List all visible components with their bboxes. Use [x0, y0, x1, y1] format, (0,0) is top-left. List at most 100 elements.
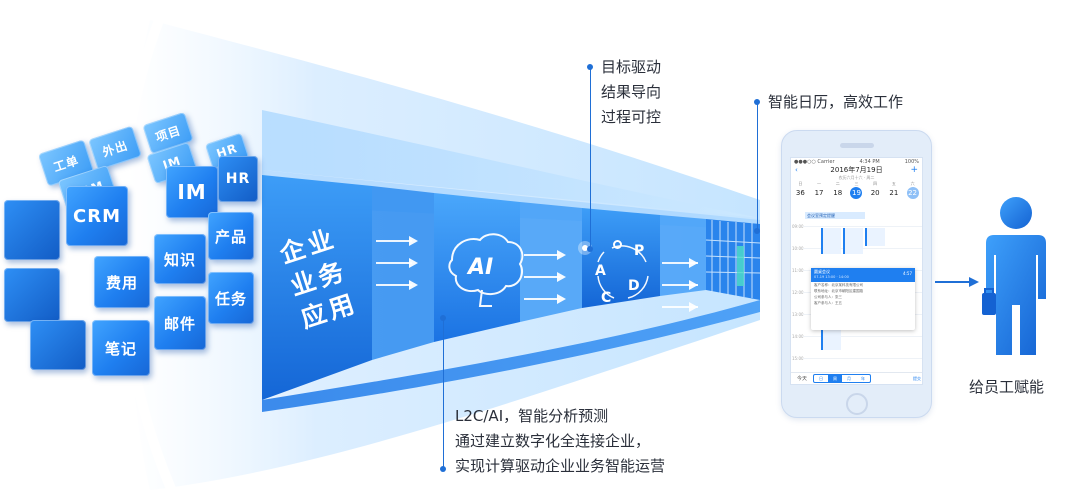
cube-tile	[30, 320, 86, 370]
popup-line: 联系地址：北京市朝阳区建国路	[814, 289, 863, 293]
hour-label: 15:00	[792, 356, 804, 361]
callout-l2c-line: 通过建立数字化全连接企业，	[455, 432, 651, 450]
calendar-event[interactable]	[843, 228, 863, 254]
pdca-letter-c: C	[601, 290, 612, 306]
callout-l2c: L2C/AI，智能分析预测 通过建立数字化全连接企业， 实现计算驱动企业业务智能…	[455, 404, 665, 479]
tab-day[interactable]: 日	[819, 376, 823, 381]
popup-line: 客户参与人：王五	[814, 301, 842, 305]
day-cell[interactable]: 20	[870, 189, 880, 197]
phone-speaker	[840, 143, 874, 148]
arrow-right-icon	[662, 280, 700, 290]
day-cell[interactable]: 18	[833, 189, 843, 197]
event-popup[interactable]: 圆桌会议 07-19 13:00 · 14:00 4:57 客户名称：北京某科技…	[811, 268, 915, 330]
callout-goal-line: 目标驱动	[601, 58, 662, 76]
callout-goal-line: 过程可控	[601, 108, 662, 126]
cube-tile: HR	[218, 156, 258, 202]
weekday-label: 一	[817, 181, 822, 186]
day-grid: 会议室预定提醒 09:00 10:00 11:00 12:00 13:00 14…	[791, 210, 922, 374]
weekday-label: 日	[798, 181, 803, 186]
day-cell-today[interactable]: 22	[906, 187, 919, 199]
cube-tile: 邮件	[154, 296, 206, 350]
arrow-right-icon	[524, 250, 568, 260]
popup-time: 07-19 13:00 · 14:00	[814, 275, 849, 279]
cube-tile: IM	[166, 166, 218, 218]
callout-l2c-dot	[440, 315, 446, 321]
hour-label: 14:00	[792, 334, 804, 339]
arrow-right-icon	[935, 277, 979, 287]
view-segment: 日 周 月 年	[813, 374, 871, 383]
day-cell[interactable]: 36	[795, 189, 805, 197]
day-cell-selected[interactable]: 19	[850, 187, 863, 199]
submit-button[interactable]: 提交	[913, 375, 921, 381]
callout-calendar-dot	[754, 99, 760, 105]
arrow-right-icon	[662, 302, 700, 312]
arrow-right-icon	[524, 294, 568, 304]
weekday-label: 五	[891, 181, 896, 186]
cube-tile	[4, 200, 60, 260]
cube-tile: 任务	[208, 272, 254, 324]
callout-goal-line: 结果导向	[601, 83, 662, 101]
hour-label: 11:00	[792, 268, 804, 273]
status-bar: ●●●○○ Carrier 4:34 PM 100%	[791, 158, 922, 166]
pdca-letter-d: D	[628, 278, 640, 294]
callout-goal-dot	[587, 246, 593, 252]
status-time: 4:34 PM	[859, 159, 880, 165]
calendar-header: ‹ 2016年7月19日 +	[791, 166, 922, 175]
cube-tile	[4, 268, 60, 322]
calendar-screen: ●●●○○ Carrier 4:34 PM 100% ‹ 2016年7月19日 …	[790, 157, 923, 385]
calendar-event[interactable]	[821, 228, 841, 254]
day-cell[interactable]: 21	[889, 189, 899, 197]
popup-title: 圆桌会议	[814, 269, 830, 274]
status-battery: 100%	[904, 159, 919, 165]
today-button[interactable]: 今天	[796, 376, 807, 382]
calendar-event[interactable]	[865, 228, 885, 246]
hour-label: 10:00	[792, 246, 804, 251]
phone-mockup: ●●●○○ Carrier 4:34 PM 100% ‹ 2016年7月19日 …	[781, 130, 932, 418]
popup-line: 公司参与人：张三	[814, 295, 842, 299]
tab-month[interactable]: 月	[847, 376, 851, 381]
status-carrier: ●●●○○ Carrier	[794, 159, 835, 165]
hour-label: 09:00	[792, 224, 804, 229]
calendar-subtitle: 农历六月十六 · 周二	[838, 175, 875, 180]
pdca-letter-p: P	[634, 243, 645, 259]
arrow-right-icon	[376, 280, 420, 290]
hour-label: 12:00	[792, 290, 804, 295]
add-icon[interactable]: +	[910, 165, 918, 175]
weekday-label: 六	[910, 181, 915, 186]
flow-arrows-2	[524, 250, 568, 316]
popup-badge: 4:57	[903, 271, 912, 276]
day-cell[interactable]: 17	[814, 189, 824, 197]
tab-week[interactable]: 周	[828, 375, 842, 382]
popup-line: 客户名称：北京某科技有限公司	[814, 283, 863, 287]
employee-icon	[982, 197, 1046, 355]
hour-line	[803, 336, 922, 337]
flow-arrows-3	[662, 258, 700, 324]
ai-label: AI	[468, 255, 494, 280]
pdca-letter-o	[613, 240, 622, 249]
cube-tile: 产品	[208, 212, 254, 260]
callout-l2c-dot	[440, 466, 446, 472]
arrow-right-icon	[662, 258, 700, 268]
arrow-right-icon	[376, 258, 420, 268]
back-icon[interactable]: ‹	[795, 166, 798, 174]
pdca-letter-a: A	[595, 263, 606, 279]
weekday-label: 四	[873, 181, 878, 186]
popup-header: 圆桌会议 07-19 13:00 · 14:00 4:57	[811, 268, 915, 282]
tab-year[interactable]: 年	[861, 376, 865, 381]
allday-event[interactable]: 会议室预定提醒	[805, 212, 865, 219]
callout-goal: 目标驱动 结果导向 过程可控	[601, 55, 661, 130]
callout-l2c-line: L2C/AI，智能分析预测	[455, 407, 609, 425]
calendar-event[interactable]	[821, 326, 841, 350]
weekday-row: 日 一 二 三 四 五 六	[791, 181, 922, 187]
flow-arrows-1	[376, 236, 420, 302]
weekday-label: 三	[854, 181, 859, 186]
hour-line	[803, 226, 922, 227]
hour-label: 13:00	[792, 312, 804, 317]
callout-calendar-dot	[754, 228, 760, 234]
callout-l2c-line-marker	[443, 318, 444, 470]
cube-tile: 笔记	[92, 320, 150, 376]
callout-calendar: 智能日历，高效工作	[768, 90, 903, 115]
weekday-label: 二	[835, 181, 840, 186]
cube-tile: 知识	[154, 234, 206, 284]
